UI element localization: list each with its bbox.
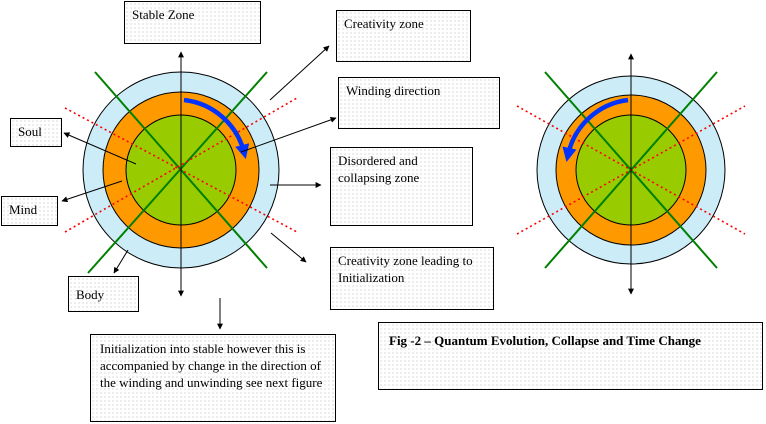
creativity-zone-label: Creativity zone — [336, 10, 471, 62]
arrow-mind — [61, 180, 123, 203]
winding-direction-label: Winding direction — [338, 77, 500, 129]
arrow-winding-direction — [240, 116, 337, 153]
arrow-body — [113, 249, 129, 274]
arrow-soul — [63, 132, 137, 165]
right-figure — [516, 53, 746, 295]
arrow-creativity-zone — [269, 45, 330, 101]
initialization-note: Initialization into stable however this … — [90, 334, 336, 422]
disordered-zone-label: Disordered and collapsing zone — [330, 147, 473, 226]
arrow-creativity-init — [270, 232, 307, 263]
left-solid-diagonal-2 — [87, 71, 268, 274]
left-winding-arrow — [183, 97, 250, 159]
soul-label: Soul — [10, 118, 62, 147]
stable-zone-label: Stable Zone — [124, 1, 261, 44]
right-winding-arrow — [562, 97, 629, 163]
left-figure — [64, 51, 298, 297]
mind-label: Mind — [1, 196, 58, 226]
body-label: Body — [68, 276, 139, 312]
figure-caption: Fig -2 – Quantum Evolution, Collapse and… — [378, 322, 763, 390]
creativity-init-label: Creativity zone leading to Initializatio… — [330, 247, 494, 310]
